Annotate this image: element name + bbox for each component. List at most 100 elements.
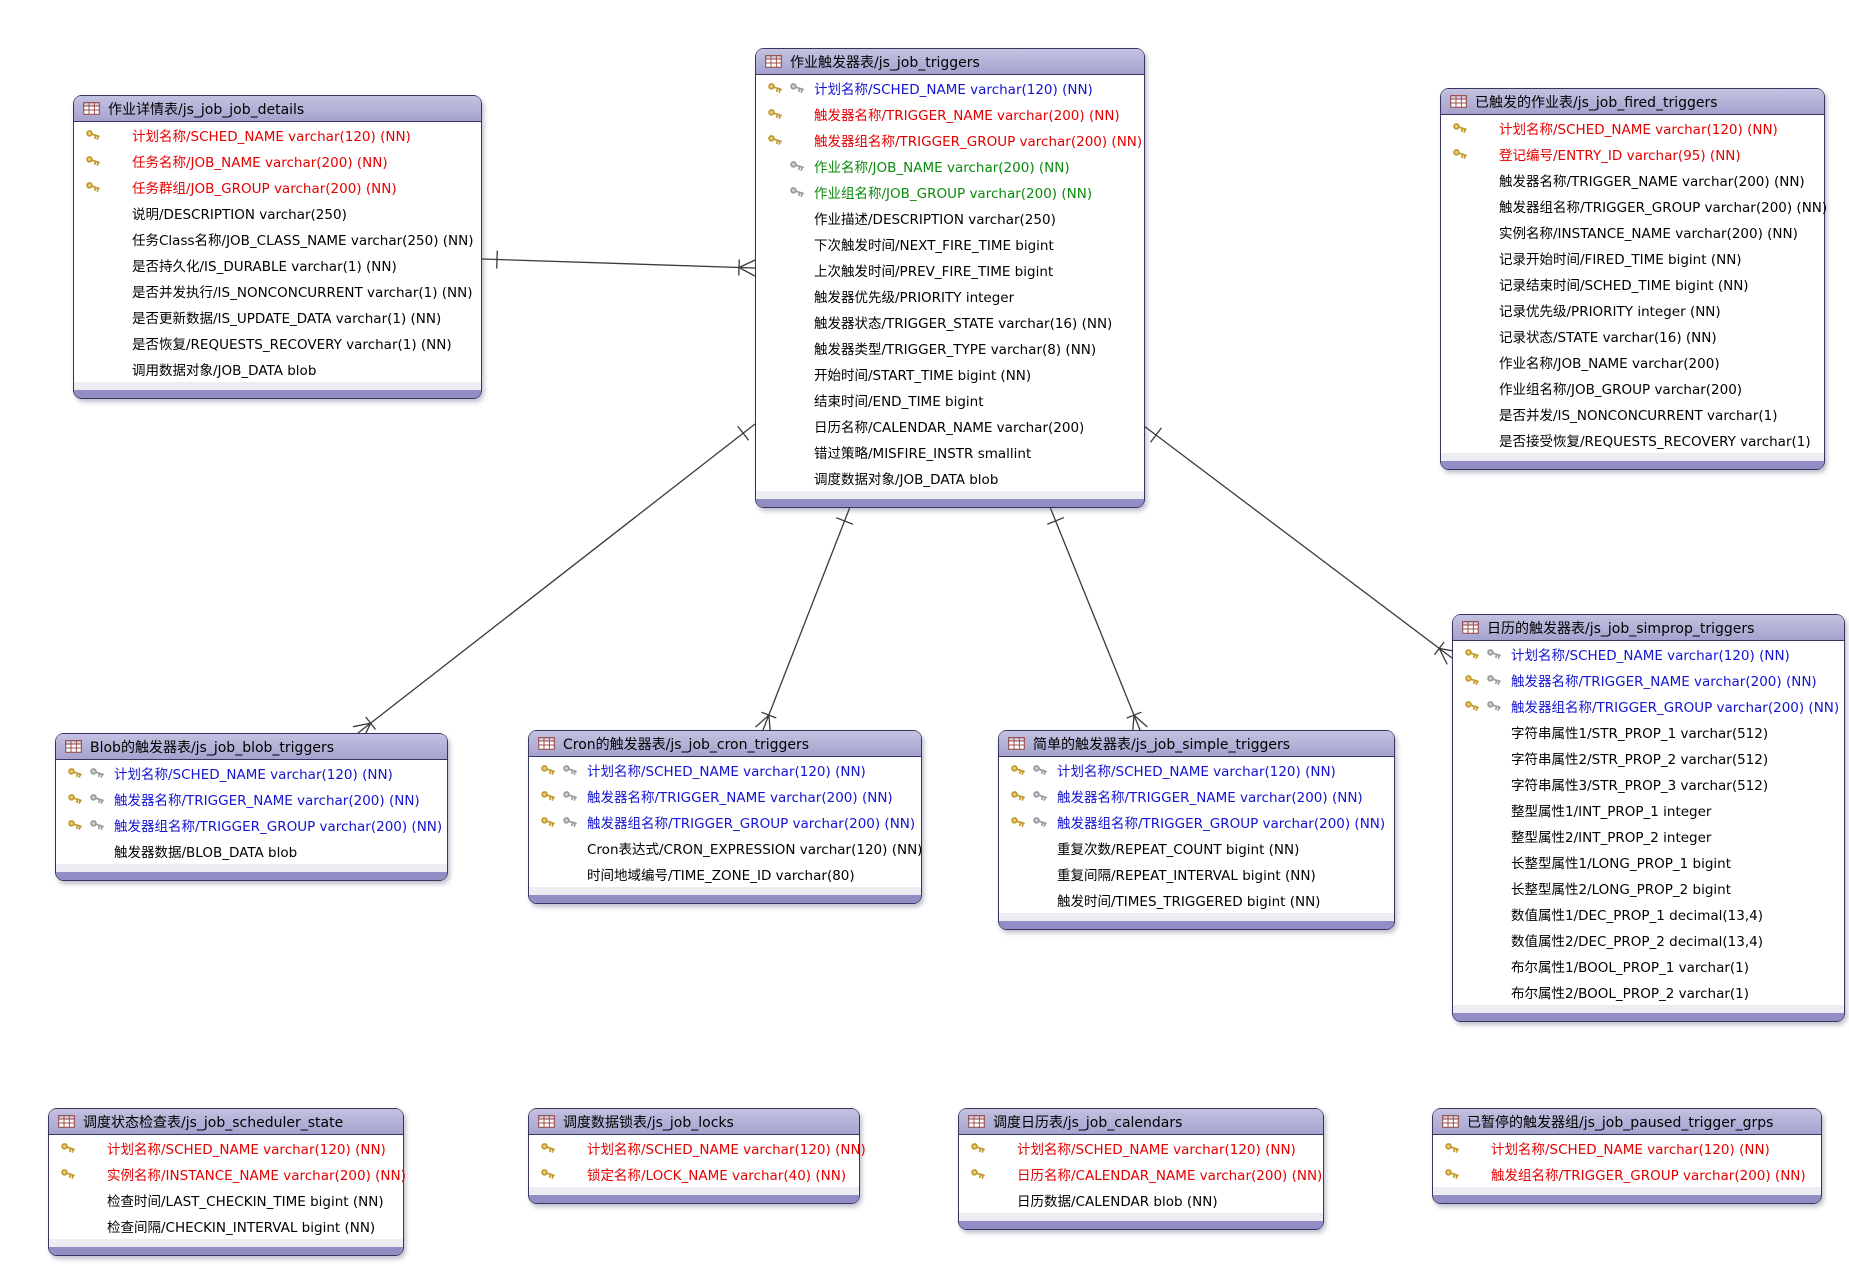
table-field-row[interactable]: 触发器名称/TRIGGER_NAME varchar(200) (NN) xyxy=(999,783,1394,809)
table-field-row[interactable]: 整型属性1/INT_PROP_1 integer xyxy=(1453,797,1844,823)
table-field-row[interactable]: 长整型属性1/LONG_PROP_1 bigint xyxy=(1453,849,1844,875)
table-field-row[interactable]: 长整型属性2/LONG_PROP_2 bigint xyxy=(1453,875,1844,901)
table-field-row[interactable]: 计划名称/SCHED_NAME varchar(120) (NN) xyxy=(49,1135,403,1161)
table-field-row[interactable]: 锁定名称/LOCK_NAME varchar(40) (NN) xyxy=(529,1161,859,1187)
relationship-line[interactable] xyxy=(1150,427,1162,443)
table-field-row[interactable]: 布尔属性1/BOOL_PROP_1 varchar(1) xyxy=(1453,953,1844,979)
table-field-row[interactable]: 触发时间/TIMES_TRIGGERED bigint (NN) xyxy=(999,887,1394,913)
table-field-row[interactable]: 错过策略/MISFIRE_INSTR smallint xyxy=(756,439,1144,465)
table-field-row[interactable]: 计划名称/SCHED_NAME varchar(120) (NN) xyxy=(1453,641,1844,667)
relationship-line[interactable] xyxy=(738,259,740,276)
table-field-row[interactable]: 触发器名称/TRIGGER_NAME varchar(200) (NN) xyxy=(1453,667,1844,693)
table-field-row[interactable]: 触发器组名称/TRIGGER_GROUP varchar(200) (NN) xyxy=(56,812,447,838)
table-field-row[interactable]: 触发器组名称/TRIGGER_GROUP varchar(200) (NN) xyxy=(1441,193,1827,219)
table-header[interactable]: 调度日历表/js_job_calendars xyxy=(959,1109,1323,1135)
table-field-row[interactable]: 字符串属性2/STR_PROP_2 varchar(512) xyxy=(1453,745,1844,771)
table-field-row[interactable]: 触发器组名称/TRIGGER_GROUP varchar(200) (NN) xyxy=(756,127,1144,153)
relationship-line[interactable] xyxy=(352,722,371,728)
table-field-row[interactable]: 上次触发时间/PREV_FIRE_TIME bigint xyxy=(756,257,1144,283)
table-field-row[interactable]: 调用数据对象/JOB_DATA blob xyxy=(74,356,481,382)
table-field-row[interactable]: 触发器组名称/TRIGGER_GROUP varchar(200) (NN) xyxy=(529,809,921,835)
table-header[interactable]: 作业详情表/js_job_job_details xyxy=(74,96,481,122)
relationship-line[interactable] xyxy=(1049,506,1141,731)
relationship-line[interactable] xyxy=(1143,425,1453,659)
table-field-row[interactable]: 触发器类型/TRIGGER_TYPE varchar(8) (NN) xyxy=(756,335,1144,361)
table-field-row[interactable]: 是否接受恢复/REQUESTS_RECOVERY varchar(1) xyxy=(1441,427,1824,453)
table-field-row[interactable]: 计划名称/SCHED_NAME varchar(120) (NN) xyxy=(56,760,447,786)
table-field-row[interactable]: 数值属性2/DEC_PROP_2 decimal(13,4) xyxy=(1453,927,1844,953)
table-field-row[interactable]: 触发器名称/TRIGGER_NAME varchar(200) (NN) xyxy=(56,786,447,812)
table-field-row[interactable]: 记录状态/STATE varchar(16) (NN) xyxy=(1441,323,1824,349)
table-field-row[interactable]: 登记编号/ENTRY_ID varchar(95) (NN) xyxy=(1441,141,1824,167)
table-field-row[interactable]: 是否持久化/IS_DURABLE varchar(1) (NN) xyxy=(74,252,481,278)
table-field-row[interactable]: 调度数据对象/JOB_DATA blob xyxy=(756,465,1144,491)
table-header[interactable]: 简单的触发器表/js_job_simple_triggers xyxy=(999,731,1394,757)
table-field-row[interactable]: 下次触发时间/NEXT_FIRE_TIME bigint xyxy=(756,231,1144,257)
table-field-row[interactable]: 检查间隔/CHECKIN_INTERVAL bigint (NN) xyxy=(49,1213,403,1239)
table-field-row[interactable]: 重复间隔/REPEAT_INTERVAL bigint (NN) xyxy=(999,861,1394,887)
table-field-row[interactable]: 触发器状态/TRIGGER_STATE varchar(16) (NN) xyxy=(756,309,1144,335)
table-field-row[interactable]: 作业名称/JOB_NAME varchar(200) xyxy=(1441,349,1824,375)
table-field-row[interactable]: 实例名称/INSTANCE_NAME varchar(200) (NN) xyxy=(49,1161,406,1187)
table-field-row[interactable]: 任务群组/JOB_GROUP varchar(200) (NN) xyxy=(74,174,481,200)
relationship-line[interactable] xyxy=(835,517,854,525)
table-field-row[interactable]: 结束时间/END_TIME bigint xyxy=(756,387,1144,413)
table-header[interactable]: 日历的触发器表/js_job_simprop_triggers xyxy=(1453,615,1844,641)
table-header[interactable]: 作业触发器表/js_job_triggers xyxy=(756,49,1144,75)
table-field-row[interactable]: 时间地域编号/TIME_ZONE_ID varchar(80) xyxy=(529,861,921,887)
table-field-row[interactable]: 是否并发/IS_NONCONCURRENT varchar(1) xyxy=(1441,401,1824,427)
relationship-line[interactable] xyxy=(737,425,750,441)
relationship-line[interactable] xyxy=(768,715,772,733)
table-field-row[interactable]: 是否恢复/REQUESTS_RECOVERY varchar(1) (NN) xyxy=(74,330,481,356)
table-field-row[interactable]: 作业组名称/JOB_GROUP varchar(200) (NN) xyxy=(756,179,1144,205)
relationship-line[interactable] xyxy=(1433,641,1445,656)
table-field-row[interactable]: 触发器名称/TRIGGER_NAME varchar(200) (NN) xyxy=(529,783,921,809)
table-field-row[interactable]: 计划名称/SCHED_NAME varchar(120) (NN) xyxy=(959,1135,1323,1161)
relationship-line[interactable] xyxy=(761,711,777,719)
relationship-line[interactable] xyxy=(357,423,756,734)
relationship-line[interactable] xyxy=(738,266,756,277)
table-field-row[interactable]: Cron表达式/CRON_EXPRESSION varchar(120) (NN… xyxy=(529,835,922,861)
relationship-line[interactable] xyxy=(762,506,851,731)
relationship-line[interactable] xyxy=(481,258,756,269)
table-field-row[interactable]: 作业组名称/JOB_GROUP varchar(200) xyxy=(1441,375,1824,401)
table-field-row[interactable]: 计划名称/SCHED_NAME varchar(120) (NN) xyxy=(756,75,1144,101)
table-field-row[interactable]: 日历数据/CALENDAR blob (NN) xyxy=(959,1187,1323,1213)
table-field-row[interactable]: 触发器数据/BLOB_DATA blob xyxy=(56,838,447,864)
table-field-row[interactable]: 计划名称/SCHED_NAME varchar(120) (NN) xyxy=(529,757,921,783)
relationship-line[interactable] xyxy=(1133,714,1148,728)
table-field-row[interactable]: 记录优先级/PRIORITY integer (NN) xyxy=(1441,297,1824,323)
relationship-line[interactable] xyxy=(496,250,498,269)
table-field-row[interactable]: 计划名称/SCHED_NAME varchar(120) (NN) xyxy=(74,122,481,148)
table-field-row[interactable]: 记录开始时间/FIRED_TIME bigint (NN) xyxy=(1441,245,1824,271)
table-field-row[interactable]: 触发器优先级/PRIORITY integer xyxy=(756,283,1144,309)
table-field-row[interactable]: 检查时间/LAST_CHECKIN_TIME bigint (NN) xyxy=(49,1187,403,1213)
table-field-row[interactable]: 计划名称/SCHED_NAME varchar(120) (NN) xyxy=(529,1135,866,1161)
table-field-row[interactable]: 布尔属性2/BOOL_PROP_2 varchar(1) xyxy=(1453,979,1844,1005)
table-field-row[interactable]: 任务Class名称/JOB_CLASS_NAME varchar(250) (N… xyxy=(74,226,481,252)
table-field-row[interactable]: 触发组名称/TRIGGER_GROUP varchar(200) (NN) xyxy=(1433,1161,1821,1187)
table-field-row[interactable]: 计划名称/SCHED_NAME varchar(120) (NN) xyxy=(1433,1135,1821,1161)
table-field-row[interactable]: 记录结束时间/SCHED_TIME bigint (NN) xyxy=(1441,271,1824,297)
relationship-line[interactable] xyxy=(755,714,770,728)
table-field-row[interactable]: 实例名称/INSTANCE_NAME varchar(200) (NN) xyxy=(1441,219,1824,245)
table-header[interactable]: 调度状态检查表/js_job_scheduler_state xyxy=(49,1109,403,1135)
table-header[interactable]: 调度数据锁表/js_job_locks xyxy=(529,1109,859,1135)
table-field-row[interactable]: 数值属性1/DEC_PROP_1 decimal(13,4) xyxy=(1453,901,1844,927)
table-header[interactable]: Blob的触发器表/js_job_blob_triggers xyxy=(56,734,447,760)
table-header[interactable]: Cron的触发器表/js_job_cron_triggers xyxy=(529,731,921,757)
table-field-row[interactable]: 重复次数/REPEAT_COUNT bigint (NN) xyxy=(999,835,1394,861)
table-field-row[interactable]: 开始时间/START_TIME bigint (NN) xyxy=(756,361,1144,387)
table-field-row[interactable]: 计划名称/SCHED_NAME varchar(120) (NN) xyxy=(1441,115,1824,141)
table-header[interactable]: 已暂停的触发器组/js_job_paused_trigger_grps xyxy=(1433,1109,1821,1135)
table-field-row[interactable]: 触发器组名称/TRIGGER_GROUP varchar(200) (NN) xyxy=(1453,693,1844,719)
